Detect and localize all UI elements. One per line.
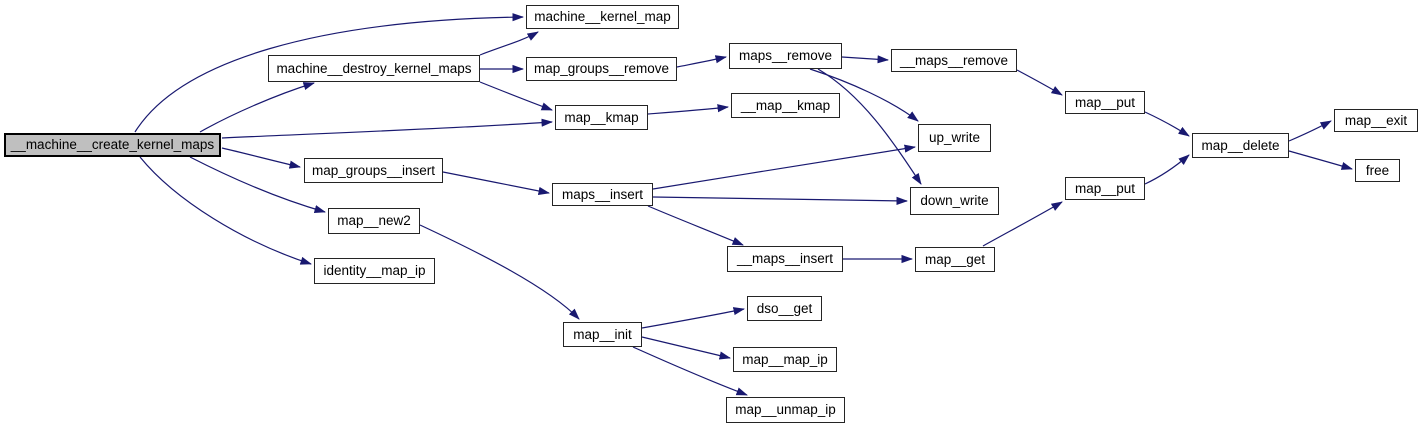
edge-map_put_2-map_delete (1144, 154, 1190, 185)
edge-machine_destroy-map_kmap (479, 81, 553, 111)
node-map__init[interactable]: map__init (563, 322, 642, 347)
edge-map_init-dso_get (641, 307, 745, 329)
node-up_write[interactable]: up_write (918, 124, 991, 152)
node-maps__insert[interactable]: maps__insert (552, 183, 653, 206)
node-machine__kernel_map[interactable]: machine__kernel_map (526, 5, 679, 29)
edge-map_init-map_map_ip (641, 336, 731, 360)
node-map__put-1[interactable]: map__put (1065, 91, 1145, 114)
node-map__kmap[interactable]: map__kmap (555, 105, 648, 130)
node-__map__kmap[interactable]: __map__kmap (731, 93, 840, 118)
node-map__put-2[interactable]: map__put (1065, 177, 1145, 200)
edge-map_get-map_put_2 (982, 201, 1063, 247)
node-free[interactable]: free (1355, 159, 1400, 182)
node-dso__get[interactable]: dso__get (747, 296, 822, 321)
node-__machine__create_kernel_maps: __machine__create_kernel_maps (4, 133, 221, 157)
node-map_groups__remove[interactable]: map_groups__remove (526, 57, 677, 81)
node-map__delete[interactable]: map__delete (1192, 133, 1289, 158)
edge-machine_create-map_new2 (189, 156, 326, 214)
edge-maps_remove-up_write (809, 68, 919, 122)
node-map__exit[interactable]: map__exit (1334, 109, 1418, 132)
edge-map_kmap-map_kmap_impl (647, 104, 729, 115)
edge-maps_insert-maps_insert_impl (647, 205, 744, 246)
node-machine__destroy_kernel_maps[interactable]: machine__destroy_kernel_maps (268, 55, 480, 82)
edge-machine_create-identity_map_ip (139, 156, 312, 265)
edge-map_delete-map_exit (1288, 120, 1332, 142)
edge-map_groups_insert-maps_insert (442, 171, 550, 195)
edge-machine_create-map_groups_insert (221, 147, 301, 169)
edge-map_put_1-map_delete (1144, 111, 1190, 137)
edge-maps_remove-maps_remove_impl (841, 55, 889, 64)
node-map__map_ip[interactable]: map__map_ip (733, 347, 837, 372)
edge-machine_create-machine_destroy (199, 82, 315, 133)
edge-map_new2-map_init (419, 224, 580, 320)
edge-machine_create-map_kmap (221, 118, 553, 139)
node-map__new2[interactable]: map__new2 (328, 208, 420, 234)
edge-maps_remove-down_write (817, 68, 922, 185)
node-__maps__remove[interactable]: __maps__remove (891, 49, 1017, 72)
edge-machine_create-machine_kernel_map (134, 13, 524, 133)
node-identity__map_ip[interactable]: identity__map_ip (314, 258, 435, 284)
edge-map_groups_remove-maps_remove (676, 55, 727, 68)
edge-maps_insert-down_write (652, 196, 908, 205)
edge-map_init-map_unmap_ip (632, 346, 748, 396)
edge-maps_remove_impl-map_put_1 (1016, 69, 1063, 96)
node-__maps__insert[interactable]: __maps__insert (727, 246, 843, 272)
edge-machine_destroy-machine_kernel_map (479, 31, 539, 56)
node-map__get[interactable]: map__get (915, 247, 995, 272)
node-maps__remove[interactable]: maps__remove (729, 43, 842, 69)
node-map__unmap_ip[interactable]: map__unmap_ip (726, 397, 845, 423)
node-map_groups__insert[interactable]: map_groups__insert (304, 158, 443, 183)
edge-maps_insert-up_write (652, 144, 916, 190)
node-down_write[interactable]: down_write (910, 187, 999, 215)
edge-map_delete-free (1288, 150, 1353, 170)
